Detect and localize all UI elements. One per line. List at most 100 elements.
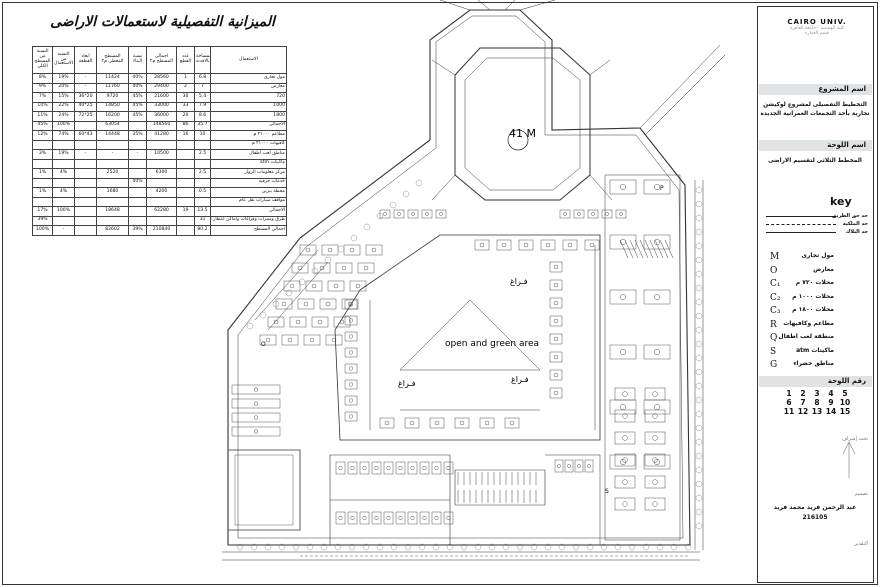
tree: [415, 179, 423, 187]
tree: [311, 267, 319, 275]
table-cell: [52, 196, 75, 207]
tree: [695, 270, 703, 278]
key-label: مناطق خضراء: [793, 360, 834, 367]
plot: [297, 298, 315, 310]
table-cell: 7%: [32, 92, 53, 103]
table-cell: محطة بنزين: [210, 187, 287, 198]
plot: [454, 417, 470, 429]
plot-marker: [652, 501, 658, 507]
table-cell: ماكينات atm: [210, 158, 287, 169]
tree: [246, 322, 254, 330]
plot-marker: [350, 465, 355, 471]
tree: [695, 214, 703, 222]
plot: [419, 511, 430, 525]
plot: [614, 387, 636, 401]
tree: [278, 543, 286, 551]
table-cell: 12%: [32, 130, 53, 141]
table-cell: [194, 196, 211, 207]
table-cell: [96, 139, 129, 150]
table-cell: [74, 225, 97, 236]
tree: [362, 543, 370, 551]
tree: [600, 543, 608, 551]
tree: [337, 245, 345, 253]
table-cell: -: [74, 82, 97, 93]
plot: [311, 316, 329, 328]
table-cell: 0.5: [194, 187, 211, 198]
table-cell: [96, 177, 129, 188]
table-cell: 1000: [210, 101, 287, 112]
north-arrow-icon: [842, 441, 856, 478]
table-cell: 10500: [146, 149, 177, 160]
table-cell: 1680: [96, 187, 129, 198]
plot-marker: [273, 319, 279, 325]
key-label: ماكينات atm: [796, 346, 834, 354]
plot-marker: [349, 247, 355, 253]
plot-marker: [652, 435, 658, 441]
plot-marker: [397, 212, 401, 216]
plot-marker: [619, 212, 623, 216]
sheet-number: 14: [825, 407, 837, 416]
table-cell: [96, 215, 129, 226]
table-cell: -: [96, 149, 129, 160]
table-cell: [128, 158, 147, 169]
table-cell: [74, 215, 97, 226]
tree: [488, 543, 496, 551]
table-cell: 15%: [52, 92, 75, 103]
plot: [231, 384, 281, 395]
plot: [359, 461, 370, 475]
table-cell: [52, 139, 75, 150]
table-cell: [146, 196, 177, 207]
plot: [644, 409, 666, 423]
plot-marker: [422, 515, 427, 521]
key-line-item: حد البلاك: [766, 229, 868, 236]
table-cell: [32, 139, 53, 150]
plot-marker: [383, 212, 387, 216]
table-cell: [52, 177, 75, 188]
mall-label: 41 M: [509, 127, 536, 140]
plot: [614, 453, 636, 467]
table-cell: 86: [176, 120, 195, 131]
table-cell: مول تجارى: [210, 73, 287, 84]
plot-marker: [553, 372, 559, 378]
tree: [389, 201, 397, 209]
table-cell: [146, 158, 177, 169]
tree: [684, 543, 692, 551]
plot: [283, 280, 301, 292]
plot-marker: [652, 479, 658, 485]
table-cell: 5.4: [194, 92, 211, 103]
tree: [695, 326, 703, 334]
plot-marker: [587, 464, 591, 468]
key-line-label: حد البلاك: [845, 229, 868, 235]
plot-marker: [371, 247, 377, 253]
plot: [421, 209, 433, 219]
table-cell: [74, 139, 97, 150]
plot-marker: [319, 265, 325, 271]
plot-marker: [619, 458, 627, 466]
plot: [584, 459, 594, 473]
tree: [695, 242, 703, 250]
plot: [347, 461, 358, 475]
plot-marker: [653, 183, 661, 191]
plot: [359, 511, 370, 525]
table-cell: 31: [194, 215, 211, 226]
table-cell: 45%: [128, 101, 147, 112]
sheet-number: 9: [828, 398, 834, 407]
table-cell: 35.7: [194, 120, 211, 131]
tree: [432, 543, 440, 551]
sheet-number: 5: [842, 389, 848, 398]
tree: [572, 543, 580, 551]
plot: [614, 475, 636, 489]
table-cell: 62280: [146, 206, 177, 217]
plot-marker: [409, 420, 415, 426]
table-cell: 20%: [52, 82, 75, 93]
plot: [404, 417, 420, 429]
designer-name: عبد الرحمن فريد محمد فريد: [773, 504, 857, 511]
key-line-item: حد الملكية: [766, 221, 868, 228]
tree: [298, 278, 306, 286]
tree: [695, 284, 703, 292]
tree: [695, 382, 703, 390]
